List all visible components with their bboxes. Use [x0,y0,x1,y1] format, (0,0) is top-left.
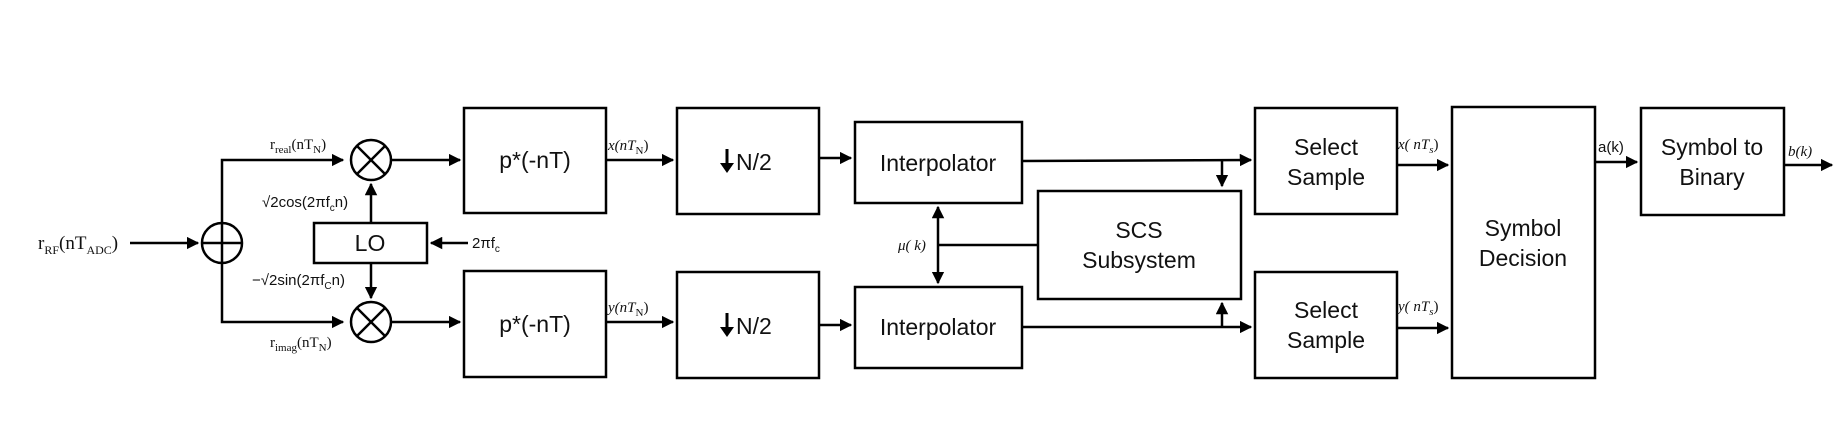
mu-label: μ( k) [897,238,926,254]
s2b-line2: Binary [1679,164,1745,190]
decimator-upper-label: N/2 [736,149,772,175]
symbol-decision [1450,105,1597,380]
s2b-line1: Symbol to [1661,134,1763,160]
a-k-label: a(k) [1598,139,1624,156]
select-lower-line2: Sample [1287,327,1365,353]
scs-label-line2: Subsystem [1082,247,1196,273]
matched-filter-lower [462,269,608,379]
adder-node [200,221,244,265]
rreal-label: rreal(nTN) [270,137,326,156]
upper-branch-wire [220,153,345,223]
symbol-to-binary [1639,106,1786,217]
decision-line2: Decision [1479,245,1567,271]
select-upper-line1: Select [1294,134,1359,160]
x-nTs-label: x( nTs) [1397,137,1439,156]
mixer-upper [349,138,393,182]
y-nTs-label: y( nTs) [1396,299,1439,318]
matched-filter-upper [462,106,608,215]
cos-label: √2cos(2πfcn) [262,194,348,214]
decimator-lower-label: N/2 [736,313,772,339]
interpolator-lower-label: Interpolator [880,314,997,340]
interpolator-upper [853,120,1024,205]
scs-label-line1: SCS [1115,217,1162,243]
input-signal-label: rRF(nTADC) [38,233,118,257]
interp-to-select-upper [1021,153,1253,167]
x-nTN-label: x(nTN) [607,138,648,157]
select-sample-lower [1253,270,1399,380]
b-k-label: b(k) [1788,144,1812,160]
select-lower-line1: Select [1294,297,1359,323]
scs-subsystem [1036,189,1243,301]
matched-filter-upper-label: p*(-nT) [499,147,571,173]
matched-filter-lower-label: p*(-nT) [499,311,571,337]
y-nTN-label: y(nTN) [606,300,648,319]
lower-branch-wire [220,263,345,329]
decimator-upper [675,106,821,216]
down-arrow-icon [720,149,734,173]
select-upper-line2: Sample [1287,164,1365,190]
lo-input-label: 2πfc [472,235,500,255]
rimag-label: rimag(nTN) [270,335,332,354]
decision-line1: Symbol [1485,215,1562,241]
mixer-lower [349,300,393,344]
interpolator-upper-label: Interpolator [880,150,997,176]
interpolator-lower [853,285,1024,370]
lo-label: LO [355,230,386,256]
sin-label: −√2sin(2πfCn) [252,272,345,292]
down-arrow-icon [720,313,734,337]
select-sample-upper [1253,106,1399,216]
